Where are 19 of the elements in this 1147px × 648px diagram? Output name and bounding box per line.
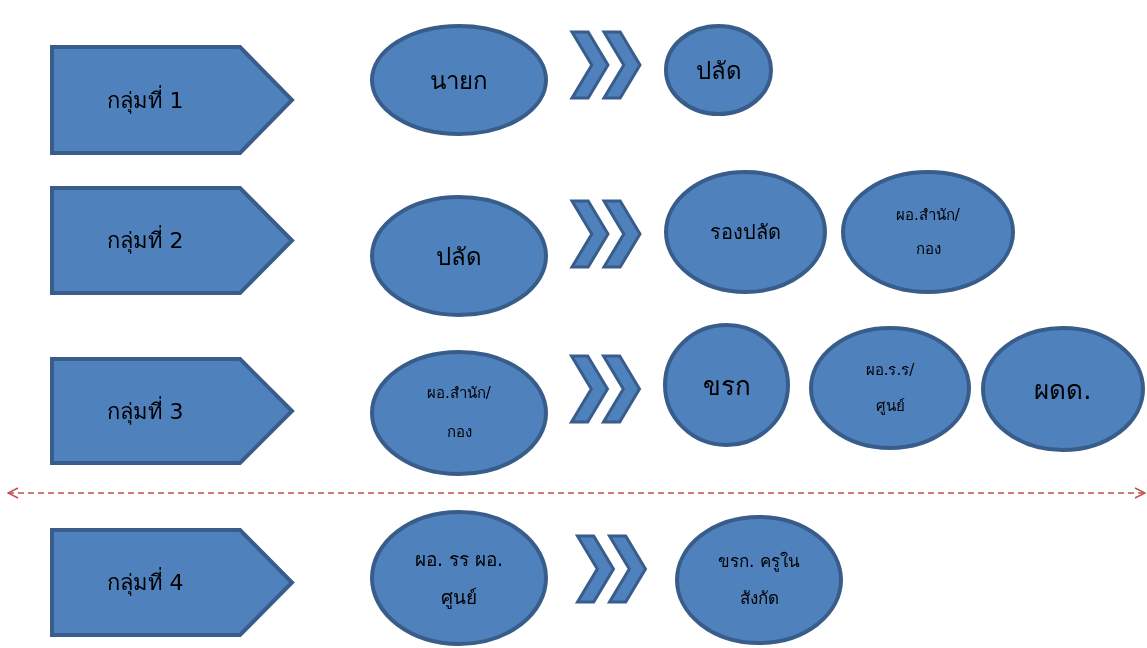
role-ellipse: ปลัด <box>370 195 548 317</box>
chevron-arrow <box>568 354 642 424</box>
role-ellipse: ผอ.สำนัก/ กอง <box>370 350 548 476</box>
group-tag: กลุ่มที่ 4 <box>50 528 294 637</box>
role-ellipse: ขรก <box>663 323 790 447</box>
role-ellipse: ปลัด <box>664 24 773 116</box>
chevron-arrow <box>569 199 642 269</box>
group-tag: กลุ่มที่ 2 <box>50 186 294 295</box>
group-tag: กลุ่มที่ 3 <box>50 357 294 465</box>
role-ellipse: รองปลัด <box>664 170 827 294</box>
role-ellipse: ผดด. <box>981 326 1145 452</box>
role-ellipse: ขรก. ครูใน สังกัด <box>675 515 843 645</box>
role-ellipse: นายก <box>370 24 548 136</box>
role-ellipse: ผอ.ร.ร/ ศูนย์ <box>809 326 971 450</box>
chevron-arrow <box>569 30 642 100</box>
role-ellipse: ผอ. รร ผอ. ศูนย์ <box>370 510 548 646</box>
role-ellipse: ผอ.สำนัก/ กอง <box>841 170 1015 294</box>
chevron-arrow <box>574 534 648 604</box>
group-tag: กลุ่มที่ 1 <box>50 45 294 155</box>
